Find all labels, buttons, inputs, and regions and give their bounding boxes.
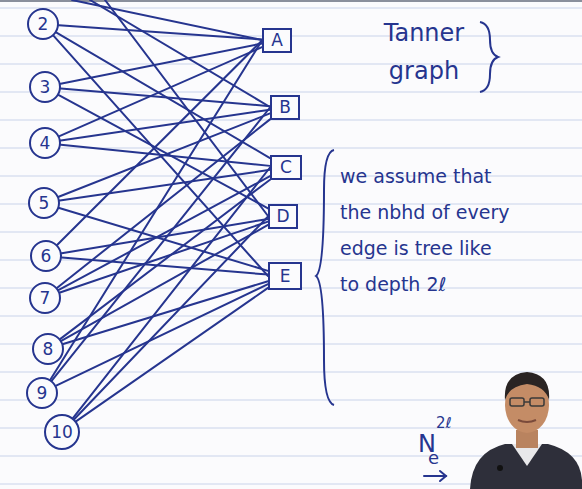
variable-node-circle: 9 <box>26 377 58 409</box>
variable-node-circle: 3 <box>29 71 61 103</box>
assumption-note: we assume that the nbhd of every edge is… <box>340 158 512 302</box>
curly-brace <box>316 150 334 405</box>
lecturer-figure <box>470 372 582 489</box>
variable-node-circle: 4 <box>29 127 61 159</box>
check-node-box: E <box>268 262 302 290</box>
variable-node-number: 8 <box>43 341 54 358</box>
tanner-edge <box>57 41 262 245</box>
check-node-box: D <box>268 204 298 229</box>
tanner-edge <box>59 25 262 39</box>
tanner-edge <box>61 88 270 106</box>
title-note: Tanner graph <box>372 14 476 90</box>
tanner-edge <box>61 44 262 84</box>
variable-node-circle: 7 <box>29 282 61 314</box>
variable-node-circle: 6 <box>30 240 62 272</box>
math-subscript: e <box>428 448 439 468</box>
check-node-label: B <box>279 99 291 116</box>
check-node-label: A <box>271 32 283 49</box>
vector-arrow <box>424 471 446 481</box>
variable-node-circle: 10 <box>44 414 80 450</box>
variable-node-number: 10 <box>51 424 73 441</box>
check-node-label: C <box>280 159 292 176</box>
tanner-edge <box>60 222 268 293</box>
variable-node-number: 3 <box>40 79 51 96</box>
curly-brace <box>480 22 498 92</box>
tanner-edge <box>73 168 270 418</box>
variable-node-number: 6 <box>41 248 52 265</box>
tanner-edge <box>59 95 268 208</box>
variable-node-circle: 8 <box>32 333 64 365</box>
check-node-label: E <box>280 268 291 285</box>
variable-node-number: 7 <box>40 290 51 307</box>
variable-node-number: 5 <box>39 195 50 212</box>
tanner-edge <box>76 288 268 421</box>
page-top-edge <box>0 0 582 2</box>
tanner-edge <box>52 108 270 381</box>
tanner-edge <box>74 217 268 419</box>
tanner-edge <box>59 176 270 290</box>
tanner-edge <box>59 47 262 136</box>
variable-node-circle: 5 <box>28 187 60 219</box>
tanner-edge <box>50 41 262 380</box>
variable-node-number: 9 <box>37 385 48 402</box>
tanner-edge <box>56 284 268 385</box>
check-node-label: D <box>276 208 289 225</box>
math-superscript: 2ℓ <box>436 414 452 432</box>
variable-node-circle: 2 <box>27 8 59 40</box>
ruled-lines <box>0 8 582 484</box>
variable-node-number: 2 <box>38 16 49 33</box>
variable-node-number: 4 <box>40 135 51 152</box>
check-node-box: B <box>270 95 300 120</box>
check-node-box: C <box>270 155 302 180</box>
tanner-edge <box>63 281 268 344</box>
check-node-box: A <box>262 28 292 53</box>
